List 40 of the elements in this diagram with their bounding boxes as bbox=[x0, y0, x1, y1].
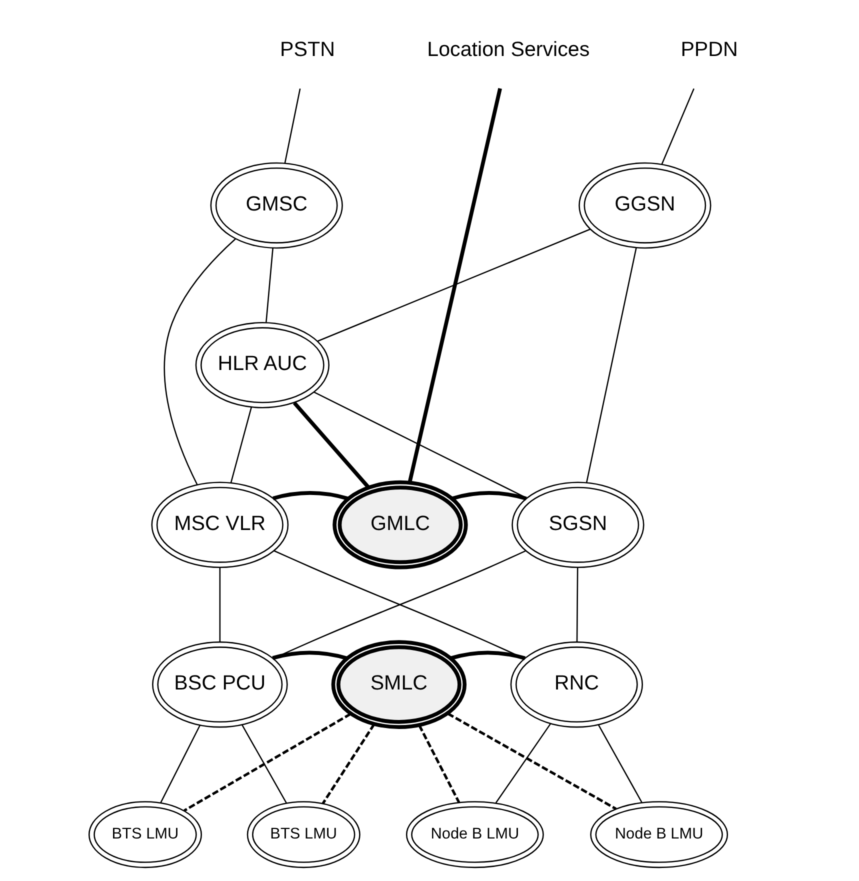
connector bbox=[160, 725, 200, 803]
node-ellipse: RNC bbox=[510, 641, 643, 728]
connector bbox=[184, 712, 352, 812]
connector bbox=[408, 88, 502, 484]
connector bbox=[164, 238, 236, 485]
node-ellipse: GMSC bbox=[210, 162, 343, 249]
node-ellipse: GMLC bbox=[332, 480, 468, 570]
node-ellipse: BTS LMU bbox=[88, 801, 202, 868]
connector bbox=[284, 88, 301, 164]
node-ellipse: BTS LMU bbox=[246, 801, 360, 868]
node-ellipse: MSC VLR bbox=[151, 482, 289, 568]
node-text: Location Services bbox=[427, 38, 590, 61]
node-ellipse: SGSN bbox=[512, 482, 644, 568]
node-ellipse: GGSN bbox=[578, 162, 712, 249]
connector bbox=[292, 402, 370, 489]
connector bbox=[495, 723, 551, 804]
node-ellipse: Node B LMU bbox=[590, 801, 728, 868]
node-text: PSTN bbox=[280, 38, 335, 61]
connector bbox=[322, 724, 376, 804]
connector bbox=[598, 724, 642, 803]
connector bbox=[314, 392, 527, 499]
connector bbox=[447, 712, 617, 810]
connector bbox=[318, 228, 590, 342]
connector bbox=[451, 491, 527, 500]
node-ellipse: Node B LMU bbox=[406, 801, 544, 868]
node-text: PPDN bbox=[680, 38, 738, 61]
connector bbox=[230, 407, 252, 484]
node-ellipse: SMLC bbox=[331, 640, 467, 729]
connector bbox=[266, 248, 274, 322]
connector bbox=[576, 567, 578, 642]
node-ellipse: HLR AUC bbox=[195, 322, 330, 408]
connector bbox=[272, 491, 349, 501]
connector bbox=[272, 650, 348, 660]
connector bbox=[418, 724, 460, 804]
node-ellipse: BSC PCU bbox=[152, 641, 288, 728]
connector bbox=[661, 88, 694, 165]
connector bbox=[219, 567, 221, 642]
connector bbox=[242, 724, 287, 804]
connector bbox=[450, 650, 526, 660]
connector bbox=[586, 248, 637, 483]
